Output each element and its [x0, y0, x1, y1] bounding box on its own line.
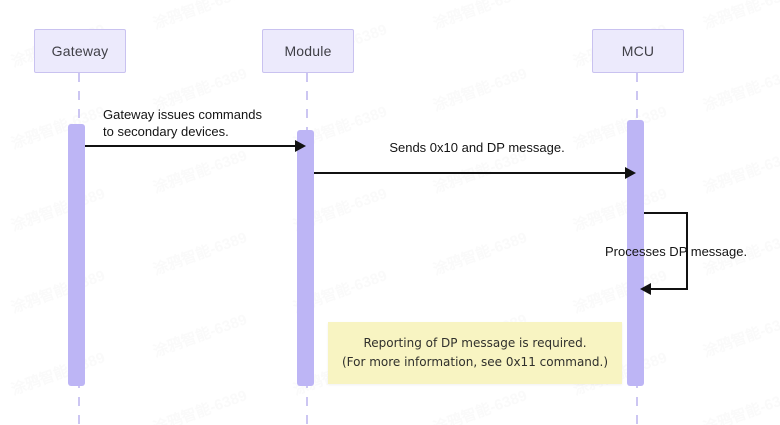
self-right-segment-m3 [686, 212, 688, 290]
self-bottom-segment-m3 [650, 288, 688, 290]
note-line-1: Reporting of DP message is required. [363, 336, 587, 350]
message-label-m3: Processes DP message. [605, 244, 748, 259]
participant-label-mcu: MCU [621, 43, 655, 59]
activation-bar-module [297, 130, 314, 386]
participant-box-module[interactable]: Module [262, 29, 354, 73]
participant-label-module: Module [284, 43, 332, 59]
message-line-m2 [314, 172, 627, 174]
message-line-m1 [85, 145, 297, 147]
self-top-segment-m3 [644, 212, 688, 214]
activation-bar-gateway [68, 124, 85, 386]
note-box: Reporting of DP message is required. (For… [328, 322, 622, 384]
arrow-head-icon-m3 [640, 283, 651, 295]
arrow-head-icon-m1 [295, 140, 306, 152]
message-label-m1: Gateway issues commands to secondary dev… [103, 107, 262, 139]
activation-bar-mcu [627, 120, 644, 386]
participant-box-mcu[interactable]: MCU [592, 29, 684, 73]
participant-box-gateway[interactable]: Gateway [34, 29, 126, 73]
participant-label-gateway: Gateway [51, 43, 109, 59]
message-label-m2: Sends 0x10 and DP message. [389, 140, 565, 155]
arrow-head-icon-m2 [625, 167, 636, 179]
note-line-2: (For more information, see 0x11 command.… [341, 355, 609, 369]
